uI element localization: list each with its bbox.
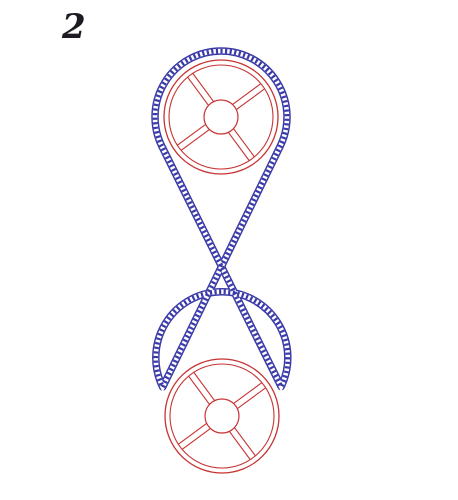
pulley-rim-outer bbox=[164, 358, 280, 474]
pulley-spoke bbox=[236, 88, 266, 110]
pulley-rim-outer bbox=[163, 59, 279, 175]
pulley-hub bbox=[203, 99, 239, 135]
pulley-spoke bbox=[233, 382, 263, 404]
pulley-hub bbox=[204, 398, 240, 434]
pulley-spoke bbox=[188, 375, 210, 405]
pulley-spoke bbox=[228, 132, 250, 162]
bottom-pulley bbox=[164, 358, 280, 474]
crossed-belt bbox=[151, 47, 292, 393]
pulley-spoke bbox=[192, 72, 214, 102]
belt-rope-core bbox=[152, 48, 291, 393]
figure-number: 2 bbox=[62, 7, 86, 47]
pulley-spoke bbox=[233, 128, 255, 158]
pulley-spoke bbox=[177, 423, 207, 445]
pulley-spoke bbox=[193, 371, 215, 401]
pulley-spoke bbox=[234, 427, 256, 457]
pulley-spoke bbox=[229, 431, 251, 461]
pulley-spoke bbox=[187, 76, 209, 106]
pulley-spoke bbox=[237, 387, 267, 409]
pulley-spoke bbox=[232, 83, 262, 105]
pulley-spoke bbox=[180, 129, 210, 151]
pulley-spoke bbox=[176, 124, 206, 146]
pulley-rim-inner bbox=[168, 64, 274, 170]
top-pulley bbox=[163, 59, 279, 175]
belt-rope-twist bbox=[152, 48, 291, 393]
pulley-rim-inner bbox=[169, 363, 275, 469]
belt-rope-base bbox=[151, 47, 292, 391]
pulley-spoke bbox=[181, 428, 211, 450]
